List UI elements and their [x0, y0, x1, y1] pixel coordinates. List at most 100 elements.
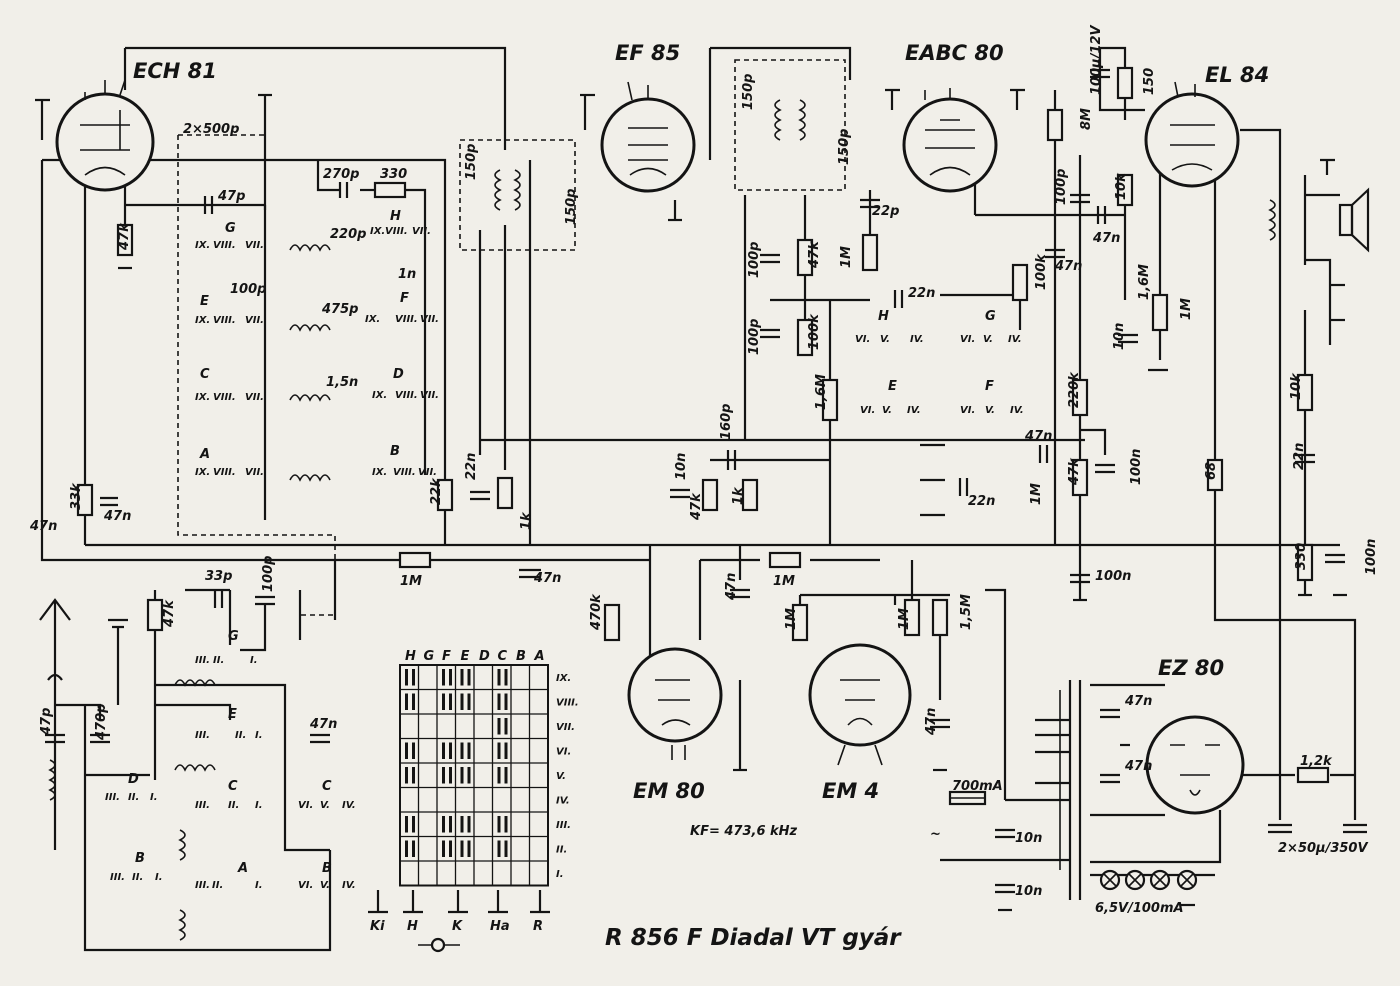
- switch-contact: [405, 840, 408, 857]
- switch-letter-e2: E: [888, 379, 897, 394]
- fuse: [948, 790, 987, 806]
- pos-viii: VIII.: [213, 315, 236, 326]
- tube-label-el84: EL 84: [1205, 63, 1269, 87]
- label-c_47n_cpl: 47n: [1092, 231, 1120, 246]
- resistor: [1116, 173, 1134, 207]
- switch-contact: [442, 840, 445, 857]
- pos-ix: IX.: [372, 390, 387, 401]
- resistor: [1046, 108, 1064, 142]
- coil: [289, 394, 331, 402]
- label-c_2x500p: 2×500p: [183, 122, 239, 137]
- pos-ix: IX.: [370, 226, 385, 237]
- pos-viii: VIII.: [395, 390, 418, 401]
- switch-contact: [460, 742, 464, 759]
- label-fuse_700ma: 700mA: [952, 779, 1003, 794]
- capacitor: [1070, 193, 1090, 204]
- tube-label-ech81: ECH 81: [133, 59, 217, 83]
- pos-viii: VIII.: [393, 467, 416, 478]
- pos-ix: IX.: [195, 240, 210, 251]
- resistor: [373, 181, 407, 199]
- label-c_470p_ant: 470p: [94, 704, 109, 741]
- label-c_47n_agc2: 47n: [533, 571, 561, 586]
- switch-contact: [412, 767, 415, 784]
- pos-iv: IV.: [1008, 334, 1022, 345]
- label-c_100p_ant: 100p: [261, 556, 276, 592]
- switch-grid-col-h: H: [405, 649, 416, 664]
- switch-letter-c4: C: [322, 779, 332, 794]
- coil: [798, 99, 806, 141]
- switch-contact: [497, 816, 501, 833]
- switch-grid-row: VII.: [556, 722, 575, 733]
- label-r_10k_g: 10k: [1114, 172, 1129, 200]
- label-c_22n_out: 22n: [1292, 443, 1307, 470]
- switch-contact: [405, 767, 408, 784]
- label-c_220p: 220p: [330, 227, 366, 242]
- pos-v: V.: [983, 334, 993, 345]
- resistor: [931, 598, 949, 637]
- pos-vi: VI.: [298, 800, 313, 811]
- switch-contact: [504, 669, 508, 686]
- capacitor: [1100, 773, 1120, 784]
- coil: [174, 679, 216, 687]
- capacitor: [90, 733, 110, 744]
- tube-label-em80: EM 80: [633, 779, 705, 803]
- switch-contact: [467, 669, 471, 686]
- resistor: [701, 478, 719, 512]
- switch-grid-row: I.: [556, 869, 564, 880]
- pos-iii: III.: [195, 655, 210, 666]
- resistor: [1206, 458, 1224, 492]
- coil: [289, 244, 331, 252]
- label-c_10n_ps1: 10n: [1015, 831, 1042, 846]
- switch-grid-col-b: B: [516, 649, 526, 664]
- switch-letter-d: D: [393, 367, 404, 382]
- switch-contact: [467, 816, 471, 833]
- switch-contact: [412, 840, 415, 857]
- coil: [178, 909, 186, 941]
- switch-contact: [449, 669, 452, 686]
- pos-ii: II.: [132, 872, 143, 883]
- switch-grid-row: II.: [556, 845, 567, 856]
- capacitor: [995, 883, 1015, 894]
- capacitor: [519, 568, 541, 579]
- label-r_47k_em: 47k: [689, 492, 704, 521]
- label-r_150: 150: [1142, 68, 1157, 95]
- resistor: [1011, 263, 1029, 302]
- label-c_10n_det: 10n: [674, 453, 689, 480]
- switch-grid-col-g: G: [424, 649, 435, 664]
- coil: [774, 99, 782, 141]
- resistor: [796, 238, 814, 277]
- pos-vii: VII.: [418, 467, 437, 478]
- key-r: R: [533, 919, 543, 934]
- switch-contact: [460, 767, 464, 784]
- capacitor: [203, 196, 214, 214]
- label-c_47p_ant: 47p: [39, 708, 54, 736]
- resistor: [436, 478, 454, 512]
- label-r_1m_em4b: 1M: [897, 608, 912, 630]
- tube-eabc80: EABC 80: [902, 41, 1004, 193]
- label-c_22n_det: 22n: [908, 286, 935, 301]
- tube-el84: EL 84: [1144, 63, 1269, 188]
- switch-contact: [449, 693, 452, 710]
- label-c_150p_if2b: 150p: [837, 129, 852, 165]
- switch-position-labels: IX. VIII. VII. IX. VIII. VII. IX. VIII. …: [105, 226, 1024, 891]
- coil: [513, 169, 521, 211]
- key-lock-icon: [430, 937, 446, 953]
- shield-outlines: [177, 59, 846, 616]
- label-r_47k_g: 47k: [117, 222, 132, 251]
- label-c_22n_if: 22n: [464, 453, 479, 480]
- pos-vii: VII.: [245, 392, 264, 403]
- label-r_1m_agc: 1M: [400, 574, 422, 589]
- speaker-icon: [1338, 187, 1370, 253]
- label-c_15n: 1,5n: [326, 375, 358, 390]
- switch-contact: [405, 693, 408, 710]
- resistor: [1071, 378, 1089, 417]
- switch-contact: [405, 816, 408, 833]
- switch-letter-a3: A: [237, 861, 248, 876]
- label-c_150p_if2a: 150p: [741, 74, 756, 110]
- switch-contact: [497, 693, 501, 710]
- pos-i: I.: [255, 800, 263, 811]
- label-c_100p_det: 100p: [747, 242, 762, 278]
- capacitor: [213, 590, 224, 608]
- capacitor: [1100, 708, 1120, 719]
- label-r_68: 68: [1204, 462, 1219, 480]
